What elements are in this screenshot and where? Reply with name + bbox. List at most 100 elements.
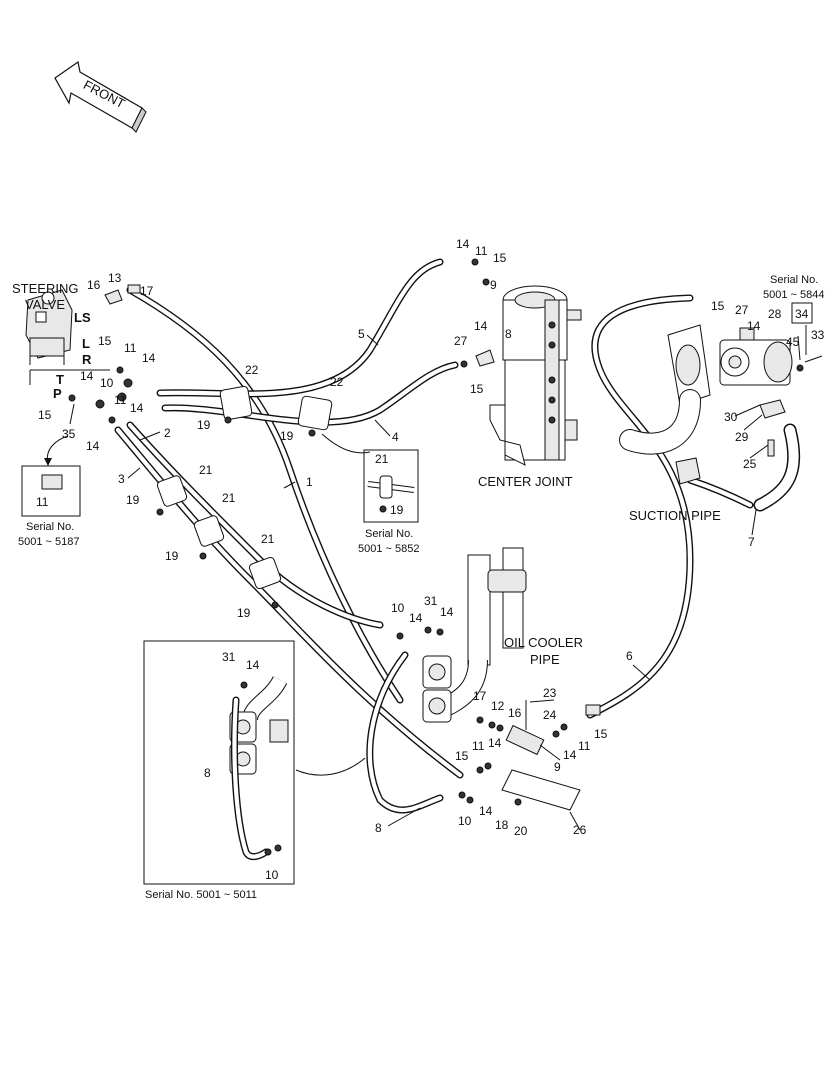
callout: 23 xyxy=(543,686,557,700)
callout: 5 xyxy=(358,327,365,341)
port-t: T xyxy=(56,372,64,387)
clamps xyxy=(156,385,333,609)
callout: 20 xyxy=(514,824,528,838)
callout: 11 xyxy=(475,244,488,258)
callout: 21 xyxy=(199,463,213,477)
callout: 27 xyxy=(735,303,749,317)
port-l: L xyxy=(82,336,90,351)
serial-5844-1: Serial No. xyxy=(770,274,818,286)
suction-flange xyxy=(619,324,711,485)
hoses xyxy=(114,258,801,814)
callout: 34 xyxy=(795,307,809,321)
callout: 31 xyxy=(424,594,438,608)
title-suction-pipe: SUCTION PIPE xyxy=(629,508,721,523)
callout: 17 xyxy=(473,689,487,703)
title-oil-cooler-1: OIL COOLER xyxy=(504,635,583,650)
callout: 12 xyxy=(491,699,505,713)
serial-labels: Serial No. 5001 ~ 5187 Serial No. 5001 ~… xyxy=(18,274,824,901)
callouts: 1 2 3 4 5 6 7 8 8 8 9 9 10 10 10 10 11 1… xyxy=(36,237,825,882)
callout: 17 xyxy=(140,284,154,298)
port-r: R xyxy=(82,352,92,367)
title-steering-valve-2: VALVE xyxy=(25,297,65,312)
callout: 19 xyxy=(126,493,140,507)
callout: 16 xyxy=(87,278,101,292)
callout: 33 xyxy=(811,328,825,342)
port-ls: LS xyxy=(74,310,91,325)
callout: 11 xyxy=(472,739,485,753)
inset-5187-content xyxy=(41,474,63,490)
callout: 14 xyxy=(142,351,156,365)
callout: 24 xyxy=(543,708,557,722)
callout: 8 xyxy=(375,821,382,835)
callout: 8 xyxy=(204,766,211,780)
serial-5187-1: Serial No. xyxy=(26,521,74,533)
callout: 14 xyxy=(130,401,144,415)
callout: 19 xyxy=(237,606,251,620)
callout: 35 xyxy=(62,427,76,441)
callout: 15 xyxy=(711,299,725,313)
callout: 16 xyxy=(508,706,522,720)
callout: 22 xyxy=(330,375,344,389)
callout: 6 xyxy=(626,649,633,663)
callout: 29 xyxy=(735,430,749,444)
callout: 10 xyxy=(458,814,472,828)
callout: 8 xyxy=(505,327,512,341)
callout: 9 xyxy=(490,278,497,292)
callout: 18 xyxy=(495,818,509,832)
oil-cooler-pipe xyxy=(396,547,601,811)
callout: 3 xyxy=(118,472,125,486)
pump xyxy=(719,327,823,457)
callout: 11 xyxy=(36,495,49,509)
inset-frame-5852 xyxy=(363,449,419,523)
callout: 14 xyxy=(456,237,470,251)
callout: 28 xyxy=(768,307,782,321)
callout: 14 xyxy=(86,439,100,453)
callout: 15 xyxy=(594,727,608,741)
callout: 14 xyxy=(409,611,423,625)
serial-5852-1: Serial No. xyxy=(365,528,413,540)
inset-5011-content xyxy=(229,675,289,861)
callout: 21 xyxy=(261,532,275,546)
leader-lines xyxy=(69,325,807,831)
serial-5011: Serial No. 5001 ~ 5011 xyxy=(145,889,257,901)
callout: 22 xyxy=(245,363,259,377)
serial-5187-2: 5001 ~ 5187 xyxy=(18,536,79,548)
callout: 11 xyxy=(124,341,137,355)
callout: 15 xyxy=(38,408,52,422)
callout: 7 xyxy=(748,535,755,549)
port-p: P xyxy=(53,386,62,401)
callout: 11 xyxy=(578,739,591,753)
title-steering-valve-1: STEERING xyxy=(12,281,78,296)
callout: 21 xyxy=(375,452,389,466)
front-arrow: FRONT xyxy=(54,60,147,133)
callout: 14 xyxy=(80,369,94,383)
inset-frame-5011 xyxy=(143,640,295,885)
callout: 31 xyxy=(222,650,236,664)
callout: 15 xyxy=(470,382,484,396)
serial-5852-2: 5001 ~ 5852 xyxy=(358,543,419,555)
callout: 19 xyxy=(197,418,211,432)
center-joint xyxy=(460,258,582,466)
callout: 25 xyxy=(743,457,757,471)
callout: 45 xyxy=(786,335,800,349)
title-oil-cooler-2: PIPE xyxy=(530,652,560,667)
callout: 14 xyxy=(440,605,454,619)
callout: 10 xyxy=(265,868,279,882)
title-center-joint: CENTER JOINT xyxy=(478,474,573,489)
callout: 27 xyxy=(454,334,468,348)
box-34 xyxy=(791,302,813,324)
callout: 9 xyxy=(554,760,561,774)
callout: 19 xyxy=(280,429,294,443)
callout: 15 xyxy=(98,334,112,348)
callout: 15 xyxy=(455,749,469,763)
steering-valve xyxy=(25,284,141,424)
callout: 10 xyxy=(100,376,114,390)
callout: 4 xyxy=(392,430,399,444)
callout: 21 xyxy=(222,491,236,505)
callout: 30 xyxy=(724,410,738,424)
callout: 14 xyxy=(474,319,488,333)
callout: 1 xyxy=(306,475,313,489)
callout: 14 xyxy=(488,736,502,750)
leader-5011 xyxy=(295,757,366,776)
